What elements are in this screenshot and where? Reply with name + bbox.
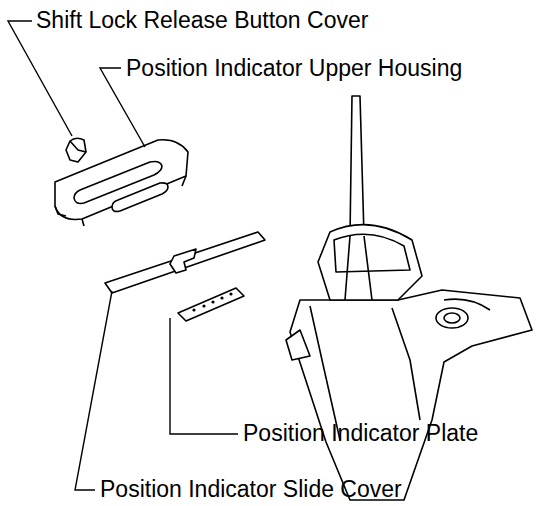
shifter-gate-housing	[318, 225, 422, 300]
button-cover-edge	[70, 141, 86, 152]
indicator-plate	[178, 288, 244, 321]
shifter-gate	[334, 234, 410, 272]
shifter-bracket	[286, 330, 310, 360]
part-label: Position Indicator Plate	[243, 421, 478, 446]
leader-lines	[8, 21, 238, 490]
leader-line	[75, 291, 112, 490]
shifter-boss	[436, 308, 468, 328]
slide-cover-tab	[170, 249, 196, 273]
slide-cover	[105, 232, 265, 293]
part-label: Position Indicator Slide Cover	[100, 477, 402, 502]
shifter-lever-base	[345, 236, 372, 300]
shift-lever-shaft	[350, 96, 364, 236]
part-label: Position Indicator Upper Housing	[126, 56, 462, 81]
leader-line	[170, 318, 238, 434]
indicator-plate-marks	[192, 292, 232, 311]
indicator-window	[112, 183, 168, 212]
part-label: Shift Lock Release Button Cover	[36, 8, 368, 33]
leader-line	[8, 21, 72, 136]
button-cover	[66, 138, 86, 162]
upper-housing	[55, 140, 188, 220]
shifter-ribs	[310, 299, 490, 440]
shifter-base	[290, 290, 532, 500]
shifter-boss-hole	[444, 313, 460, 323]
